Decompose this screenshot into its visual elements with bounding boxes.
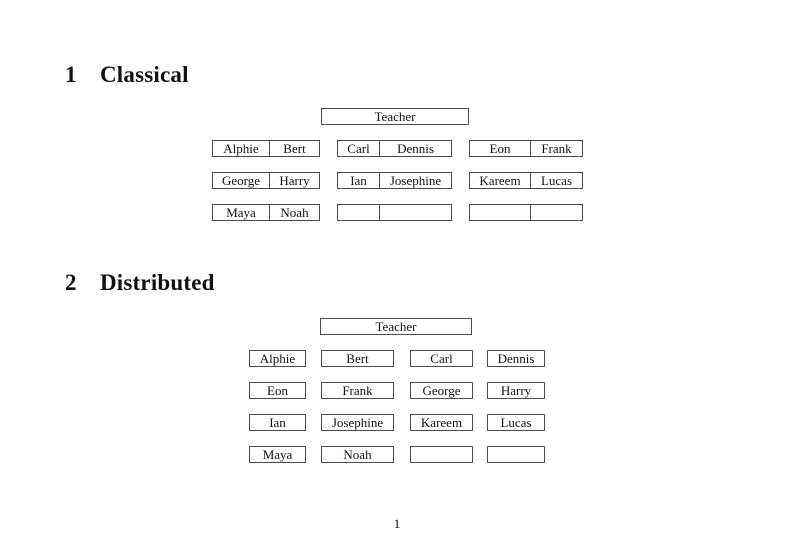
desk-distributed: Carl <box>410 350 473 367</box>
seat-label: Alphie <box>223 141 259 156</box>
page-number: 1 <box>393 516 401 531</box>
seat-empty <box>379 205 451 220</box>
desk-distributed: Noah <box>321 446 394 463</box>
desk-distributed: Dennis <box>487 350 545 367</box>
desk-distributed: Frank <box>321 382 394 399</box>
desk-distributed-empty <box>410 446 473 463</box>
desk-classical: Maya Noah <box>212 204 320 221</box>
seat-label: Bert <box>269 141 319 156</box>
desk-distributed: Alphie <box>249 350 306 367</box>
section-heading-distributed: 2 Distributed <box>65 271 215 294</box>
desk-classical: Eon Frank <box>469 140 583 157</box>
seat-empty <box>530 205 582 220</box>
seat-label: Frank <box>530 141 582 156</box>
seat-empty <box>338 205 379 220</box>
seat-label: Maya <box>226 205 256 220</box>
seat-label: Kareem <box>479 173 521 188</box>
desk-distributed: Josephine <box>321 414 394 431</box>
seat-label: Lucas <box>530 173 582 188</box>
desk-distributed: Bert <box>321 350 394 367</box>
desk-classical-empty <box>337 204 452 221</box>
section-number: 1 <box>65 62 77 87</box>
desk-classical: George Harry <box>212 172 320 189</box>
desk-distributed: Eon <box>249 382 306 399</box>
section-number: 2 <box>65 270 77 295</box>
desk-distributed-empty <box>487 446 545 463</box>
section-title: Classical <box>100 62 189 87</box>
seat-label: Josephine <box>379 173 451 188</box>
seat-label: Harry <box>269 173 319 188</box>
desk-distributed: Harry <box>487 382 545 399</box>
desk-distributed: Ian <box>249 414 306 431</box>
seat-label: George <box>221 173 261 188</box>
desk-classical-empty <box>469 204 583 221</box>
teacher-box-distributed: Teacher <box>320 318 472 335</box>
desk-classical: Ian Josephine <box>337 172 452 189</box>
desk-distributed: Lucas <box>487 414 545 431</box>
seat-label: Ian <box>350 173 367 188</box>
seat-label: Carl <box>347 141 370 156</box>
seat-empty <box>470 205 530 220</box>
section-heading-classical: 1 Classical <box>65 63 189 86</box>
seat-label: Noah <box>269 205 319 220</box>
seat-label: Dennis <box>379 141 451 156</box>
teacher-box-classical: Teacher <box>321 108 469 125</box>
desk-classical: Alphie Bert <box>212 140 320 157</box>
section-title: Distributed <box>100 270 215 295</box>
desk-distributed: Maya <box>249 446 306 463</box>
desk-classical: Carl Dennis <box>337 140 452 157</box>
desk-distributed: George <box>410 382 473 399</box>
desk-distributed: Kareem <box>410 414 473 431</box>
desk-classical: Kareem Lucas <box>469 172 583 189</box>
seat-label: Eon <box>489 141 511 156</box>
